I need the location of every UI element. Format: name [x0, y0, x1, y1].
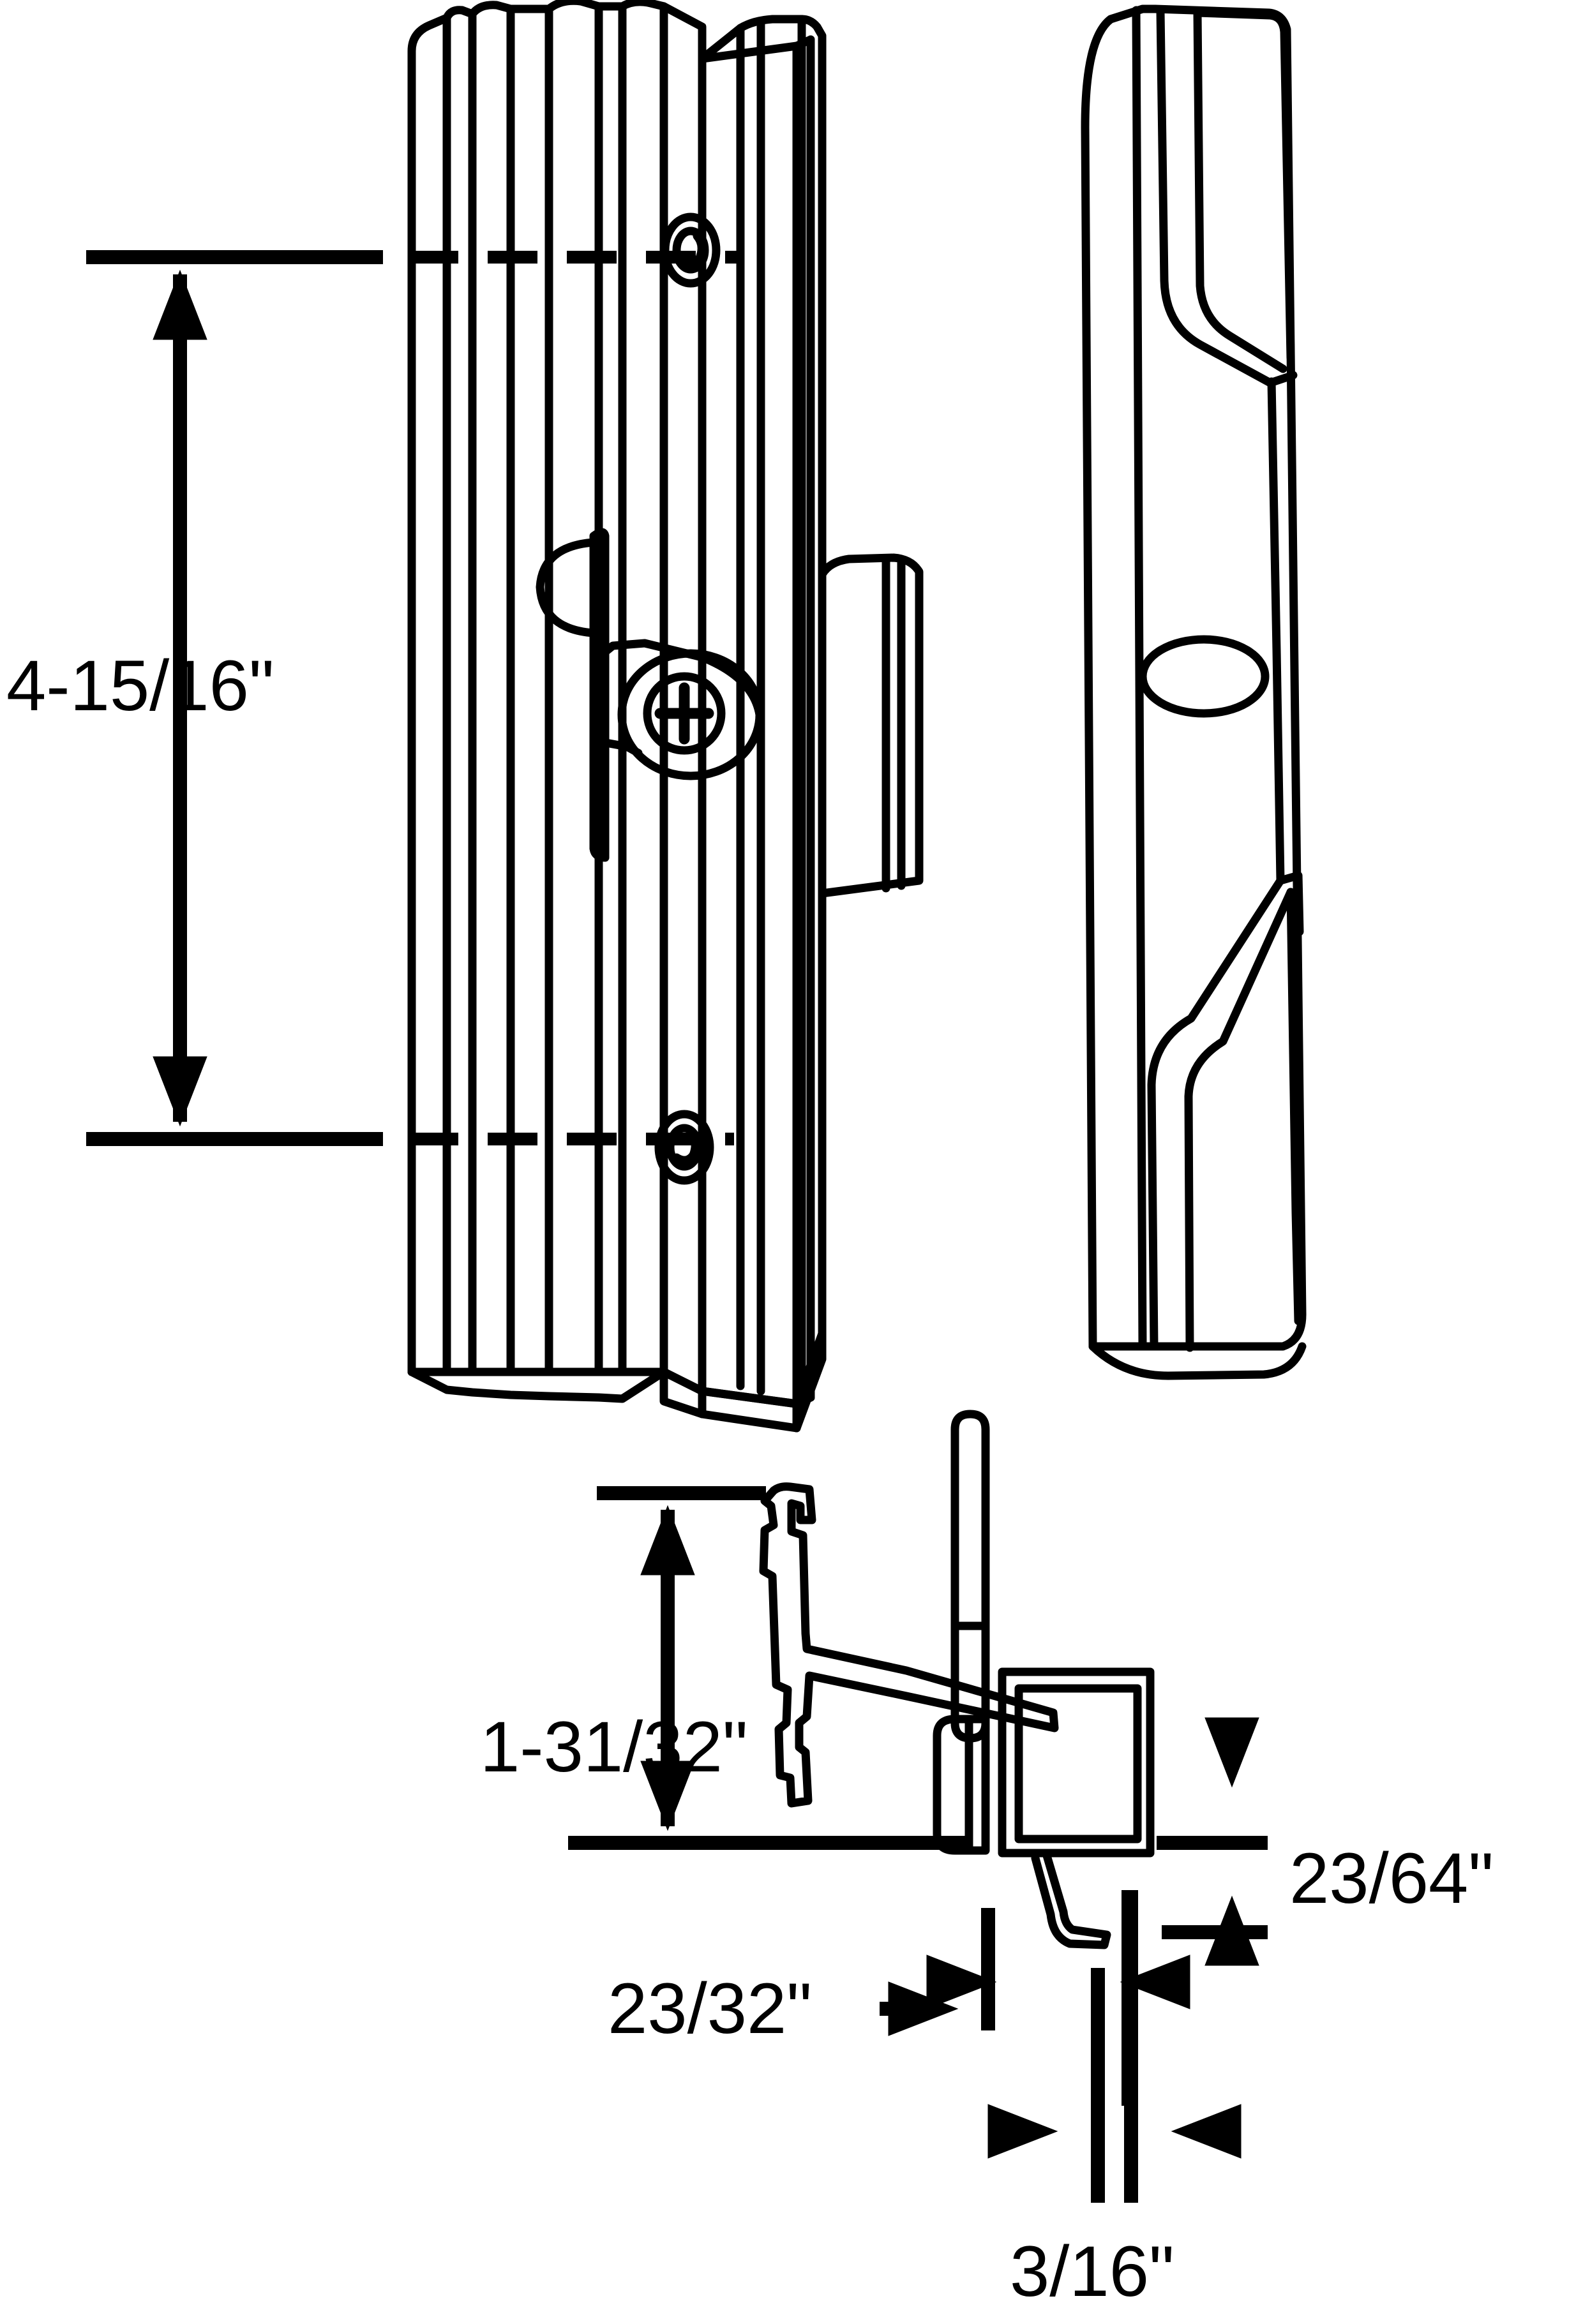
dimension-23-64: 23/64"	[1157, 1717, 1494, 1966]
back-plate-view	[1081, 4, 1307, 1380]
front-handle-view	[407, 0, 924, 1433]
handle-bottom-bevel	[792, 1329, 827, 1433]
handle-plate-top-edge	[793, 15, 806, 1399]
dimension-1-31-32: 1-31/32"	[480, 1486, 965, 1850]
handle-bottom-edge	[407, 1329, 827, 1408]
dimension-label-bar-thickness: 3/16"	[1010, 2231, 1174, 2311]
latch-slot	[589, 528, 610, 862]
top-pocket-face	[1193, 8, 1295, 362]
phillips-screw-cross-icon	[654, 682, 714, 745]
phillips-screw-head	[643, 672, 726, 755]
hook-profile	[1031, 1851, 1111, 1949]
latch-cam-left	[594, 653, 631, 751]
handle-rib-1	[407, 13, 451, 1376]
dimension-4-15-16: 4-15/16"	[6, 250, 740, 1146]
dimension-label-overall-height: 4-15/16"	[6, 646, 274, 726]
block-outer	[998, 1667, 1155, 1858]
spindle-hole	[1138, 635, 1270, 718]
thumb-turn-lever	[818, 553, 924, 898]
lower-screw-head	[654, 1110, 714, 1185]
dimension-label-latch-height: 1-31/32"	[480, 1707, 748, 1787]
dimension-label-offset-depth: 23/32"	[608, 1969, 812, 2048]
bottom-pocket-inner-wall	[1184, 888, 1295, 1352]
latch-cam-body	[617, 649, 764, 780]
handle-rib-7	[618, 0, 668, 1376]
bottom-pocket-left-wall	[1147, 876, 1285, 1351]
top-pocket-inner-wall	[1193, 8, 1287, 373]
handle-plate-face	[797, 15, 827, 1399]
handle-rib-3	[468, 1, 515, 1376]
section-detail-view	[759, 1410, 1155, 1949]
latch-arm-profile	[759, 1482, 1059, 1808]
back-plate-bottom-edge	[1088, 1342, 1307, 1380]
bottom-pocket-face	[1286, 888, 1303, 1325]
handle-rib-5	[544, 0, 603, 1376]
side-pull-tab	[536, 538, 598, 637]
top-pocket-left-wall	[1156, 7, 1275, 387]
back-plate-center-seam	[1267, 377, 1285, 885]
block-inner	[1014, 1684, 1142, 1844]
dimension-3-16: 3/16"	[987, 1890, 1242, 2311]
handle-bottom-step	[659, 1367, 707, 1419]
upper-screw-head	[661, 212, 721, 288]
dimension-23-32: 23/32"	[608, 1890, 1190, 2106]
dimension-label-block-thickness: 23/64"	[1289, 1838, 1494, 1918]
bottom-pocket-top-edge	[1276, 871, 1304, 936]
